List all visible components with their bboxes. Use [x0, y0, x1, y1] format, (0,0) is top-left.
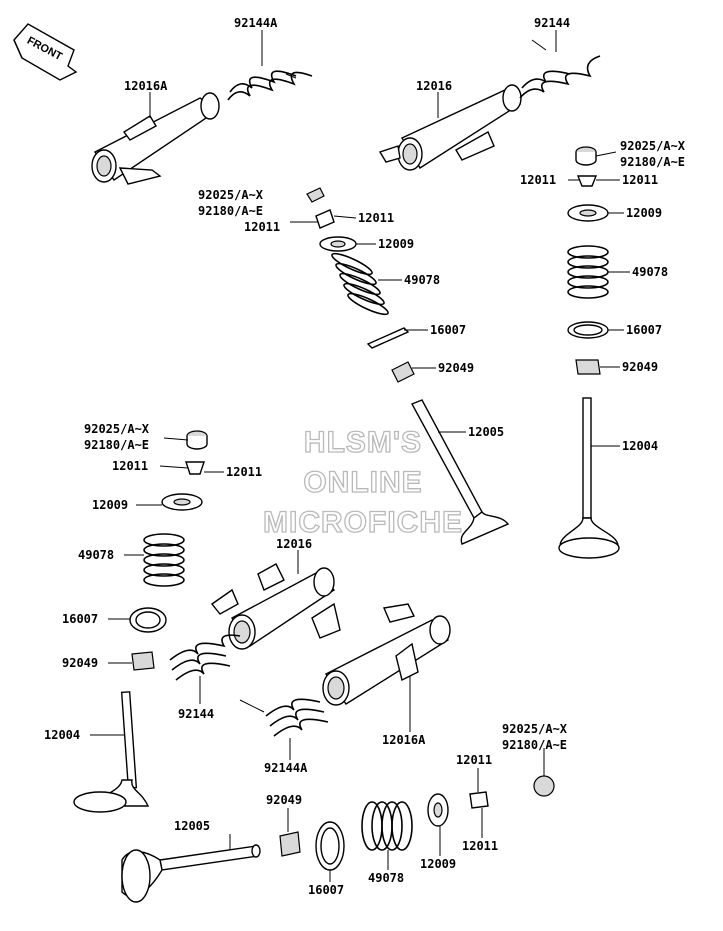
- label-12011-left-2: 12011: [226, 465, 262, 479]
- valve-12004-right: [558, 397, 620, 559]
- label-12009-left: 12009: [92, 498, 128, 512]
- seal-92049-bottom: [279, 831, 301, 857]
- label-92025-bottom: 92025/A~X: [502, 722, 568, 736]
- label-92144A-mid: 92144A: [264, 761, 308, 775]
- label-12009-center: 12009: [378, 237, 414, 251]
- label-12011-center-2: 12011: [358, 211, 394, 225]
- label-16007-left: 16007: [62, 612, 98, 626]
- label-92180-center: 92180/A~E: [198, 204, 263, 218]
- valve-spring-49078-bottom: [361, 801, 413, 851]
- cotter-12011-right: [576, 175, 598, 187]
- part-labels: 92144A 92144 12016A 12016 92025/A~X 9218…: [44, 16, 686, 897]
- rocker-arm-12016-top: [378, 84, 522, 171]
- label-12005-center: 12005: [468, 425, 504, 439]
- watermark-line-2: ONLINE: [303, 466, 422, 499]
- watermark: HLSM'S ONLINE MICROFICHE: [262, 425, 463, 539]
- seal-92049-center: [391, 361, 415, 383]
- valve-stack-center: [306, 187, 510, 545]
- valve-spring-49078-center: [331, 252, 389, 316]
- label-12016A-mid: 12016A: [382, 733, 426, 747]
- label-16007-bottom: 16007: [308, 883, 344, 897]
- label-12016-top: 12016: [416, 79, 452, 93]
- cotter-12011-center: [315, 209, 335, 229]
- watermark-line-3: MICROFICHE: [263, 506, 463, 539]
- cotter-12011-left: [185, 461, 205, 475]
- label-92025-right: 92025/A~X: [620, 139, 686, 153]
- spring-92144-top: [519, 39, 601, 99]
- front-arrow-icon: FRONT: [13, 23, 78, 81]
- label-49078-center: 49078: [404, 273, 440, 287]
- valve-12005-center: [411, 399, 510, 545]
- label-49078-bottom: 49078: [368, 871, 404, 885]
- rocker-arm-12016A-top: [91, 92, 220, 185]
- label-92144A-top: 92144A: [234, 16, 278, 30]
- shim-92025-bottom: [533, 775, 555, 797]
- label-92025-left: 92025/A~X: [84, 422, 150, 436]
- rocker-arm-12016-mid: [210, 563, 341, 650]
- label-12011-center-1: 12011: [244, 220, 280, 234]
- watermark-line-1: HLSM'S: [304, 426, 422, 459]
- label-49078-right: 49078: [632, 265, 668, 279]
- label-12011-right-2: 12011: [622, 173, 658, 187]
- label-49078-left: 49078: [78, 548, 114, 562]
- cotter-12011-bottom: [469, 791, 489, 809]
- valve-12005-bottom: [121, 844, 261, 903]
- label-92180-left: 92180/A~E: [84, 438, 149, 452]
- rocker-arm-12016A-mid: [322, 603, 451, 706]
- label-16007-center: 16007: [430, 323, 466, 337]
- label-12004-left: 12004: [44, 728, 80, 742]
- label-92180-bottom: 92180/A~E: [502, 738, 567, 752]
- label-12016A-top: 12016A: [124, 79, 168, 93]
- label-92049-bottom: 92049: [266, 793, 302, 807]
- label-16007-right: 16007: [626, 323, 662, 337]
- label-92049-left: 92049: [62, 656, 98, 670]
- valve-stack-right: [558, 146, 620, 559]
- valve-stack-left: [73, 430, 208, 813]
- shim-92025-center: [306, 187, 325, 203]
- spring-92144A-top: [227, 70, 313, 101]
- label-12011-left-1: 12011: [112, 459, 148, 473]
- label-12009-bottom: 12009: [420, 857, 456, 871]
- washer-16007-center: [366, 327, 410, 349]
- label-12011-right-1: 12011: [520, 173, 556, 187]
- label-12011-bottom-2: 12011: [462, 839, 498, 853]
- label-92049-right: 92049: [622, 360, 658, 374]
- seal-92049-right: [575, 359, 601, 375]
- label-12005-bottom: 12005: [174, 819, 210, 833]
- label-92049-center: 92049: [438, 361, 474, 375]
- label-92180-right: 92180/A~E: [620, 155, 685, 169]
- seal-92049-left: [131, 651, 155, 671]
- label-12009-right: 12009: [626, 206, 662, 220]
- label-92144-mid: 92144: [178, 707, 214, 721]
- leader-lines: [90, 30, 630, 882]
- valve-spring-49078-right: [567, 245, 609, 299]
- valve-spring-49078-left: [143, 533, 185, 587]
- spring-92144A-mid: [239, 698, 329, 737]
- valve-stack-bottom: [121, 775, 555, 903]
- valve-12004-left: [73, 691, 150, 813]
- spring-92144-mid: [169, 634, 241, 681]
- label-12004-right: 12004: [622, 439, 658, 453]
- label-92025-center: 92025/A~X: [198, 188, 264, 202]
- label-12011-bottom-1: 12011: [456, 753, 492, 767]
- label-12016-mid: 12016: [276, 537, 312, 551]
- label-92144-top: 92144: [534, 16, 570, 30]
